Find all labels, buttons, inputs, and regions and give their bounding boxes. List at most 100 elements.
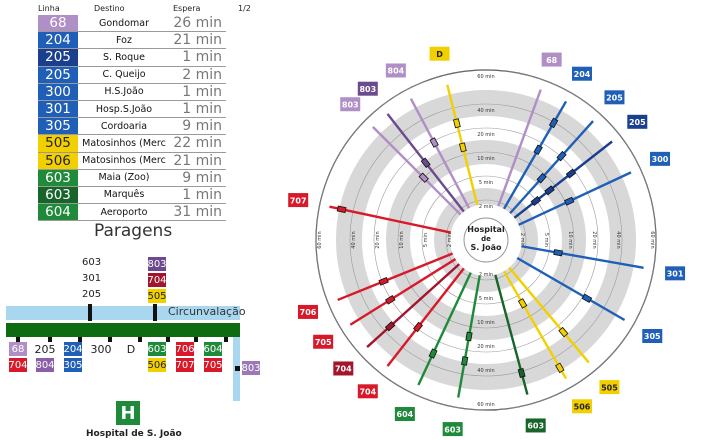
stop-line-label: 300 [90,342,112,356]
stop-marker [88,304,92,321]
side-badge-label: 803 [241,362,261,374]
line-number: 604 [45,204,71,221]
route-badge [394,407,415,422]
route-badge-label: 704 [359,387,376,396]
bus-marker [536,173,547,184]
line-badge: 204 [38,32,78,49]
tram-stop-tick [224,337,228,342]
ring-label: 40 min [615,231,621,248]
bus-marker [418,172,429,183]
route-badge [572,399,592,414]
route-badge [604,90,625,105]
hospital-label: Hospital de S. João [86,429,182,439]
route-badge [357,81,378,96]
road-name: Circunvalação [168,305,246,318]
route-line [409,98,471,209]
route-badge-label: 603 [527,422,544,431]
ring-label: 40 min [351,231,357,248]
route-badge [313,334,334,349]
ring [445,199,527,281]
stop-line-badge: 706 [175,342,195,356]
stops-title: Paragens [94,221,173,241]
tram-stop-tick [166,337,170,342]
bus-marker [461,356,469,366]
hospital-icon: H [116,401,140,425]
line-number: 204 [45,32,71,49]
stop-line-badge: D [122,342,140,356]
line-number: 205 [45,49,71,66]
route-line [372,126,462,216]
stop-line-label: 804 [35,359,55,371]
stop-label: 301 [82,273,102,284]
destination: Foz [116,34,132,46]
route-badge [650,151,671,166]
stop-line-label: 205 [34,342,56,356]
route-badge [297,304,318,319]
route-line [508,266,590,364]
bus-marker [517,367,526,378]
page-indicator: 1/2 [238,4,251,13]
bus-marker [384,321,396,332]
bus-marker [428,348,438,359]
line-number: 68 [49,15,67,32]
stop-line-label: 705 [203,359,223,371]
bus-marker [533,144,543,156]
line-badge: 68 [38,15,78,32]
line-number: 505 [45,135,71,152]
destination: Cordoaria [100,120,148,132]
route-badge-label: 704 [335,365,352,374]
ring-label: 40 min [477,108,494,114]
ring-label: 5 min [543,233,549,247]
route-badge [525,418,546,433]
center-label: de [481,235,491,243]
route-badge [627,114,648,129]
route-line [509,120,594,215]
bus-marker [420,157,431,169]
header-line: Linha [38,4,60,13]
route-line [502,270,568,380]
route-line [521,245,644,269]
route-badge [442,422,463,437]
ring-label: 20 min [477,132,494,138]
ring-label: 10 min [477,156,494,162]
bus-marker [563,196,575,206]
bus-marker [336,205,347,214]
destination: S. Roque [103,51,145,63]
line-badge: 604 [38,204,78,221]
destination: Maia (Zoo) [98,172,150,184]
route-badge-label: 204 [574,70,591,79]
route-badge-label: 505 [601,383,618,392]
ring-label: 60 min [477,402,494,408]
bus-marker [378,277,389,286]
line-number: 300 [45,83,71,100]
route-line [417,272,472,386]
route-line [329,205,452,234]
route-badge-label: 300 [652,155,669,164]
stop-line-badge: 704 [8,358,28,372]
road [6,306,240,320]
line-number: 506 [45,152,71,169]
stop-line-badge: 803 [147,257,167,271]
line-badge: 205 [38,66,78,83]
wait-time: 9 min [182,169,222,186]
ring-label: 5 min [479,180,493,186]
stop-line-label: 68 [11,343,25,355]
side-badge: 803 [241,361,261,375]
ring-label: 5 min [479,296,493,302]
center-label: S. João [471,243,502,252]
line-badge: 300 [38,83,78,100]
ring-label: 10 min [399,231,405,248]
ring-label: 20 min [591,231,597,248]
wait-time: 9 min [182,118,222,135]
route-badge-label: D [436,50,443,59]
tram-stop-tick [138,337,142,342]
bus-marker [413,321,424,333]
ring-label: 40 min [477,368,494,374]
